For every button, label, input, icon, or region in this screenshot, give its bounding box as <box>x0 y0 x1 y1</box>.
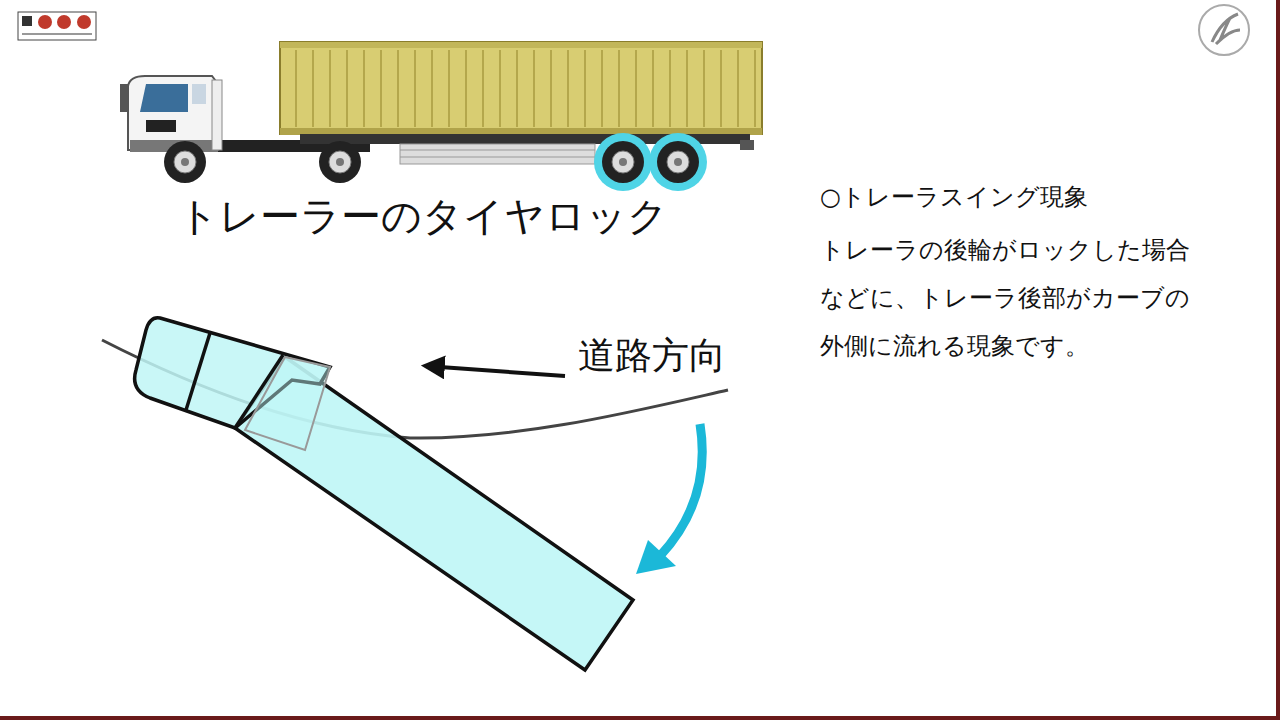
heading-text: トレーラーのタイヤロック <box>178 190 668 242</box>
frame-bar <box>1276 0 1280 720</box>
description-text: トレーラの後輪がロックした場合 などに、トレーラ後部がカーブの 外側に流れる現象… <box>820 226 1200 370</box>
notice-icon <box>18 12 96 40</box>
phenomenon-heading: ○トレーラスイング現象 <box>820 182 1088 213</box>
logo <box>1199 5 1249 55</box>
swing-arrow <box>636 424 702 574</box>
frame-bar <box>0 716 1280 720</box>
direction-label: 道路方向 <box>578 332 726 380</box>
vehicle-plan <box>135 318 633 670</box>
direction-arrow <box>440 367 565 376</box>
truck-illustration <box>120 42 762 191</box>
